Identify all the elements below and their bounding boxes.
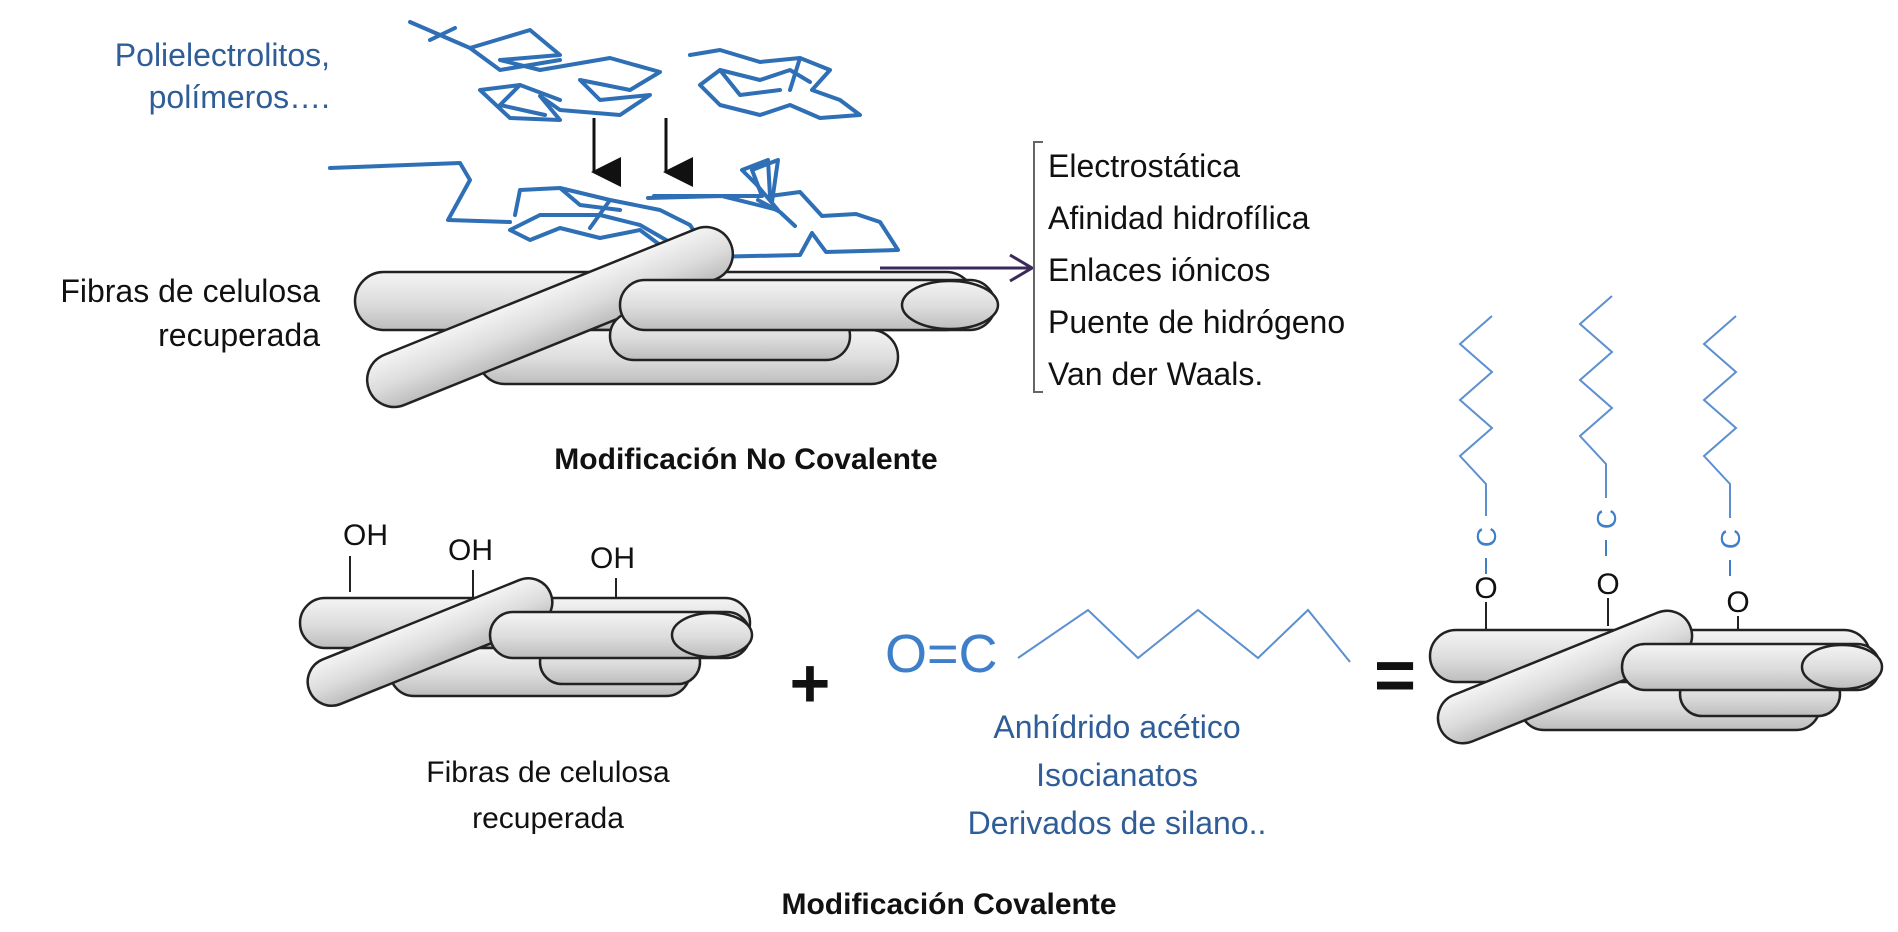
carbon-label-2: C — [1591, 509, 1622, 529]
caption-covalent: Modificación Covalente — [781, 888, 1116, 921]
polymer-coils — [328, 20, 900, 260]
fiber-label-bottom-line2: recuperada — [472, 802, 624, 835]
reagent-chain — [1017, 608, 1351, 663]
caption-noncovalent: Modificación No Covalente — [554, 443, 937, 476]
reagent-1: Anhídrido acético — [993, 709, 1240, 745]
interaction-4: Puente de hidrógeno — [1048, 304, 1345, 340]
polymer-tangle-base — [508, 186, 702, 250]
oxygen-label-2: O — [1596, 568, 1619, 601]
oh-label-2: OH — [448, 534, 493, 567]
fiber-label-top-line2: recuperada — [158, 317, 320, 353]
interaction-1: Electrostática — [1048, 148, 1240, 184]
interaction-3: Enlaces iónicos — [1048, 252, 1270, 288]
carbon-label-3: C — [1715, 529, 1746, 549]
top-fiber-label: Fibras de celulosa recuperada — [60, 273, 320, 353]
grafted-chains: C C C O O O — [1458, 295, 1750, 640]
oh-label-1: OH — [343, 519, 388, 552]
fiber — [1436, 609, 1694, 745]
equals-sign: = — [1374, 636, 1416, 716]
carbon-label-1: C — [1471, 527, 1502, 547]
reagent-3: Derivados de silano.. — [968, 805, 1267, 841]
top-polymer-label: Polielectrolitos, polímeros…. — [115, 37, 330, 115]
grafted-chain-2 — [1578, 295, 1614, 498]
interaction-5: Van der Waals. — [1048, 356, 1263, 392]
fiber-end — [670, 611, 754, 659]
fiber-bundle-right — [1428, 609, 1884, 745]
oh-groups: OH OH OH — [343, 519, 635, 612]
polymer-label-line2: polímeros…. — [149, 79, 330, 115]
polymer-chain-left — [328, 161, 512, 224]
reagent-2: Isocianatos — [1036, 757, 1198, 793]
bottom-fiber-label: Fibras de celulosa recuperada — [426, 756, 670, 835]
grafted-chain-3 — [1702, 315, 1738, 518]
oxygen-label-3: O — [1726, 586, 1749, 619]
polymer-label-line1: Polielectrolitos, — [115, 37, 330, 73]
fiber — [306, 577, 554, 707]
fiber-end — [900, 279, 1000, 331]
fiber-bundle-top — [353, 225, 1000, 409]
interaction-2: Afinidad hidrofílica — [1048, 200, 1310, 236]
grafted-chain-1 — [1458, 315, 1494, 516]
fiber — [365, 225, 735, 409]
plus-sign: + — [790, 644, 831, 722]
fiber-label-top-line1: Fibras de celulosa — [60, 273, 320, 309]
reagent-formula: O=C — [885, 624, 998, 684]
polymer-chain-right — [646, 158, 900, 260]
fiber-label-bottom-line1: Fibras de celulosa — [426, 756, 670, 789]
polymer-coil-2 — [688, 48, 862, 120]
polymer-coil-1 — [408, 20, 662, 122]
polymer-chain-mid — [652, 158, 797, 228]
oxygen-label-1: O — [1474, 572, 1497, 605]
fiber-bundle-left — [298, 577, 754, 707]
fiber-end — [1800, 643, 1884, 691]
reagent-list: Anhídrido acético Isocianatos Derivados … — [968, 709, 1267, 841]
right-arrow-head — [1009, 253, 1035, 283]
oh-label-3: OH — [590, 542, 635, 575]
interaction-list: Electrostática Afinidad hidrofílica Enla… — [1048, 148, 1345, 392]
interaction-bracket — [1033, 141, 1043, 393]
